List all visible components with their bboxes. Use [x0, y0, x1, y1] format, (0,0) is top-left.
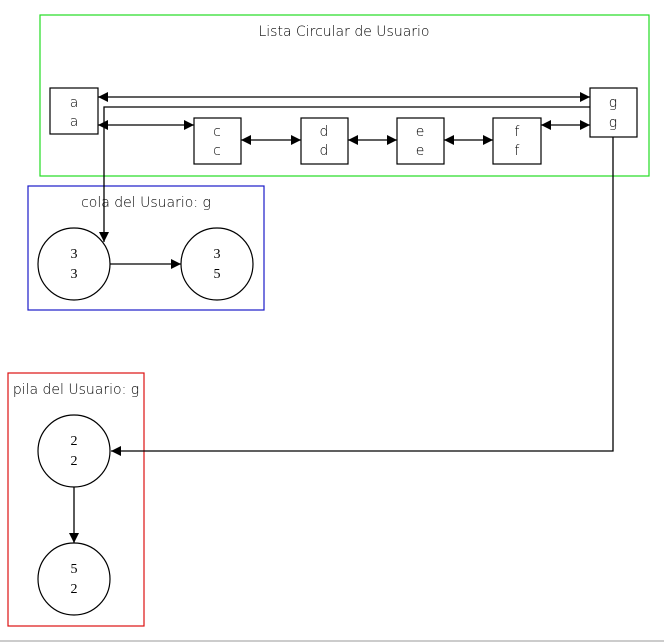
- stack-node-1: 2 2: [37, 414, 111, 488]
- node-label: 2: [71, 582, 78, 597]
- cluster-lista-circular: Lista Circular de Usuario: [39, 14, 650, 177]
- cluster-title-cola: cola del Usuario: g: [81, 195, 211, 211]
- node-label: 2: [71, 454, 78, 469]
- node-label: d: [320, 124, 329, 140]
- cluster-title-lista: Lista Circular de Usuario: [258, 24, 429, 40]
- node-label: 2: [71, 434, 78, 449]
- list-node-e: e e: [396, 117, 445, 165]
- list-node-d: d d: [300, 117, 349, 165]
- list-node-c: c c: [193, 117, 242, 165]
- queue-node-2: 3 5: [180, 227, 254, 301]
- node-label: 3: [214, 247, 221, 262]
- node-label: 3: [71, 267, 78, 282]
- node-label: g: [609, 95, 617, 111]
- node-label: g: [609, 115, 617, 131]
- node-label: f: [515, 124, 520, 140]
- node-label: a: [70, 95, 79, 111]
- queue-node-1: 3 3: [37, 227, 111, 301]
- node-label: e: [416, 124, 425, 140]
- node-label: c: [213, 143, 221, 159]
- node-label: 3: [71, 247, 78, 262]
- node-label: f: [515, 143, 520, 159]
- node-label: d: [320, 143, 329, 159]
- cluster-title-pila: pila del Usuario: g: [13, 382, 139, 398]
- edge-g-to-queue: [99, 106, 590, 242]
- edge-g-to-stack: [111, 137, 614, 456]
- cluster-cola: cola del Usuario: g: [27, 185, 265, 311]
- list-node-f: f f: [492, 117, 542, 165]
- node-label: c: [213, 124, 221, 140]
- stack-node-2: 5 2: [37, 542, 111, 616]
- node-label: e: [416, 143, 425, 159]
- list-node-g: g g: [589, 87, 638, 138]
- node-label: 5: [71, 562, 78, 577]
- node-label: a: [70, 114, 79, 130]
- node-label: 5: [214, 267, 221, 282]
- cluster-pila: pila del Usuario: g: [7, 372, 145, 627]
- list-node-a: a a: [49, 87, 99, 135]
- edges: [69, 92, 614, 543]
